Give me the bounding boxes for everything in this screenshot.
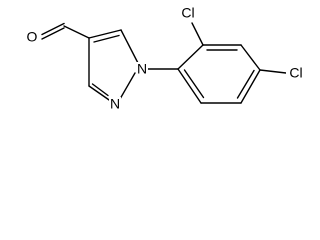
oxygen-atom-label: O (27, 29, 38, 45)
bond-c4-c5-inner (93, 34, 120, 43)
bond-ph-4-5 (240, 69, 261, 104)
bond-c4-c5 (88, 29, 122, 39)
bond-n2-c3 (88, 85, 113, 103)
bond-c-o-double-2 (41, 27, 65, 40)
cl-ortho-label-bg (178, 6, 198, 21)
bond-n1-n2 (119, 72, 136, 100)
bond-c5-n1 (120, 29, 140, 66)
bond-ph-cl-ortho (191, 22, 204, 46)
cl-para-label-bg (286, 66, 306, 81)
bond-ph-6-1-inner (183, 69, 205, 99)
bonds (41, 22, 287, 104)
bond-ph-cl-para (259, 69, 287, 74)
bond-ph-1-2 (177, 44, 204, 70)
atom-labels: O N N Cl Cl (25, 5, 306, 112)
bond-ph-3-4 (240, 44, 261, 71)
bond-ph-6-1 (177, 68, 202, 104)
bond-ph-4-5-inner (236, 69, 255, 99)
cl-para-atom-label: Cl (289, 65, 302, 81)
n2-label-bg (109, 97, 121, 111)
n1-atom-label: N (137, 61, 147, 77)
chemical-structure-diagram: O N N Cl Cl (25, 5, 306, 112)
bond-c-o-double-1 (41, 22, 65, 36)
bond-aldehyde-c4 (63, 25, 90, 39)
oxygen-label-bg (25, 30, 39, 44)
n2-atom-label: N (110, 96, 120, 112)
cl-ortho-atom-label: Cl (181, 5, 194, 21)
n1-label-bg (136, 62, 148, 76)
bond-n2-c3-inner (91, 83, 109, 97)
